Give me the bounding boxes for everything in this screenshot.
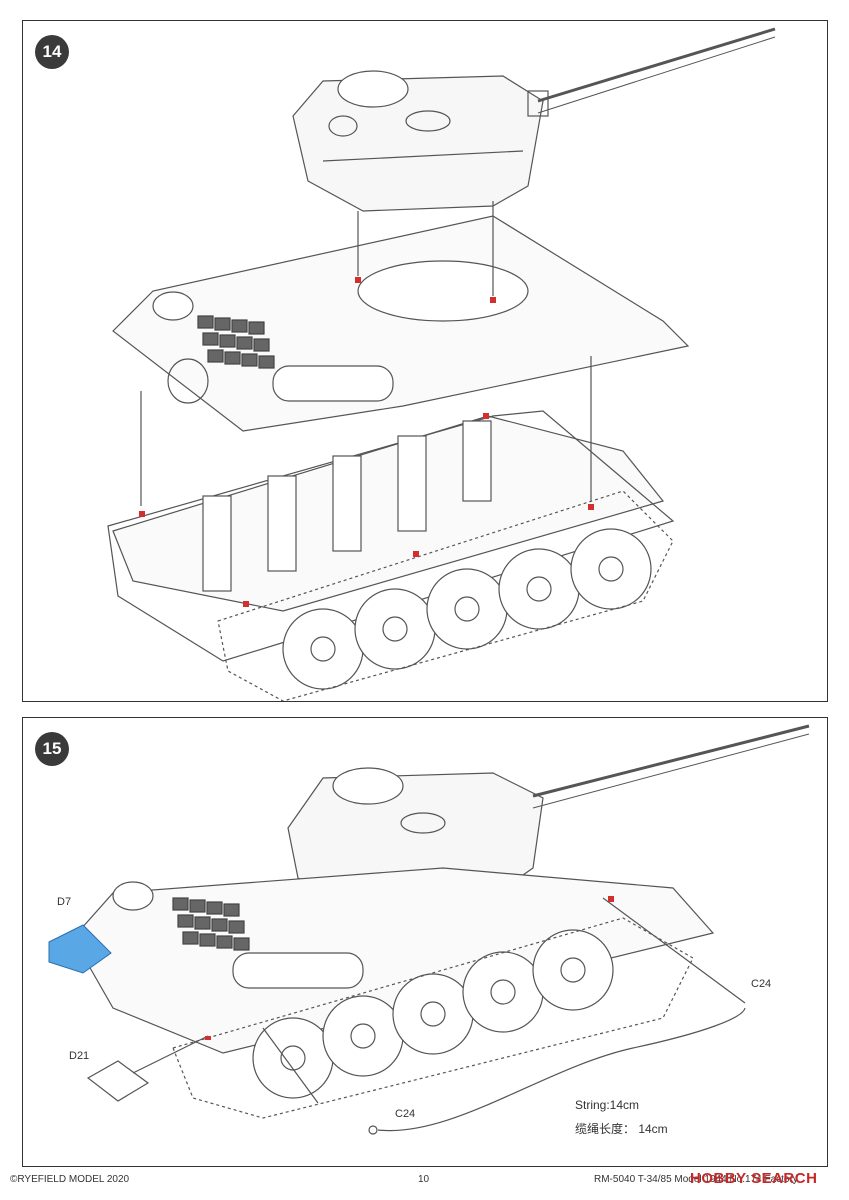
step-14-badge: 14 bbox=[35, 35, 69, 69]
step-15-drawing bbox=[48, 724, 810, 1135]
hobby-search-watermark: HOBBY SEARCH bbox=[690, 1170, 818, 1187]
footer-product: RM-5040 T-34/85 Model 1944 No.174 Factor… bbox=[594, 1174, 798, 1185]
footer-page-number: 10 bbox=[418, 1174, 430, 1185]
lower-hull-drawing bbox=[107, 410, 675, 701]
footer-copyright: ©RYEFIELD MODEL 2020 bbox=[10, 1174, 130, 1185]
step-15-panel: 15 bbox=[22, 717, 828, 1167]
string-length-en: String:14cm bbox=[575, 1098, 640, 1112]
assembly-arrows bbox=[140, 201, 592, 506]
step-14-drawing bbox=[107, 27, 776, 701]
callout-d7: D7 bbox=[57, 896, 72, 908]
part-d7-highlight bbox=[48, 924, 112, 974]
red-alignment-markers bbox=[139, 277, 594, 607]
callout-c24-bottom: C24 bbox=[395, 1108, 416, 1120]
part-d21-drawing bbox=[86, 1060, 150, 1102]
upper-hull-drawing bbox=[112, 215, 690, 432]
turret-drawing bbox=[292, 27, 776, 212]
string-length-zh: 缆绳长度： 14cm bbox=[575, 1122, 668, 1136]
callout-c24-top: C24 bbox=[751, 978, 772, 990]
string-c24-drawing bbox=[377, 1007, 746, 1132]
callout-d21: D21 bbox=[69, 1050, 90, 1062]
step-15-badge: 15 bbox=[35, 732, 69, 766]
step-14-panel: 14 bbox=[22, 20, 828, 702]
